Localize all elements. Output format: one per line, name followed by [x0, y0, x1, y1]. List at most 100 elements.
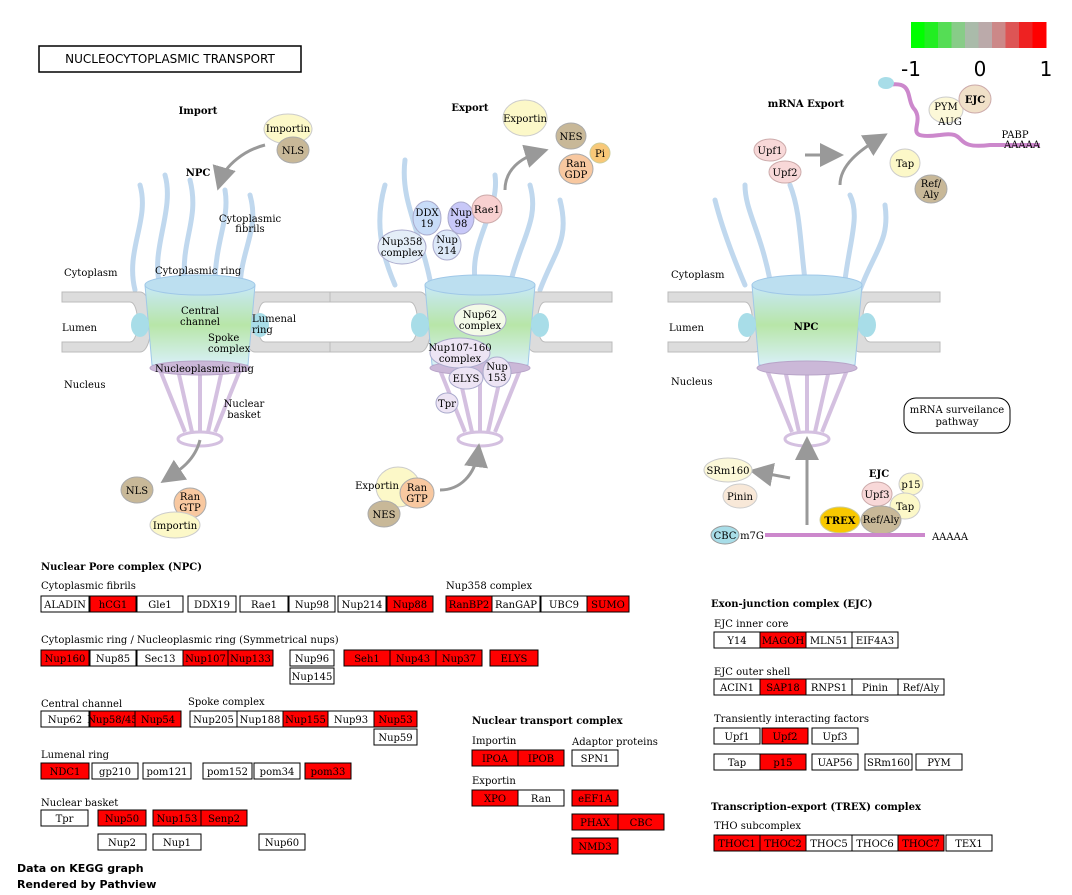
gene-box-label: THOC1	[718, 839, 756, 850]
gene-box-rect	[373, 710, 418, 728]
gene-box-magoh[interactable]: MAGOH	[759, 631, 807, 649]
gene-box-thoc5[interactable]: THOC5	[805, 834, 853, 852]
gene-box-xpo[interactable]: XPO	[471, 789, 519, 807]
gene-box-nup160[interactable]: Nup160	[40, 649, 90, 667]
gene-box-aladin[interactable]: ALADIN	[40, 595, 90, 613]
gene-box-nup2[interactable]: Nup2	[97, 833, 147, 851]
title-box	[38, 45, 302, 73]
gene-box-label: Upf3	[823, 732, 848, 743]
gene-box-nup153[interactable]: Nup153	[152, 809, 202, 827]
gene-box-y14[interactable]: Y14	[713, 631, 761, 649]
gene-box-tpr[interactable]: Tpr	[40, 809, 89, 827]
gene-box-thoc6[interactable]: THOC6	[851, 834, 899, 852]
gene-box-pym[interactable]: PYM	[915, 753, 963, 771]
gene-box-rect	[897, 834, 945, 852]
gene-box-ipoa[interactable]: IPOA	[471, 749, 519, 767]
gene-box-acin1[interactable]: ACIN1	[713, 678, 761, 696]
gene-box-nup59[interactable]: Nup59	[373, 728, 418, 746]
gene-box-eef1a[interactable]: eEF1A	[571, 789, 619, 807]
nup358-node	[377, 229, 427, 265]
gene-box-label: SRm160	[867, 758, 910, 769]
gene-box-pom121[interactable]: pom121	[142, 762, 192, 780]
gene-box-rae1[interactable]: Rae1	[239, 595, 289, 613]
gene-box-nup107[interactable]: Nup107	[182, 649, 229, 667]
gene-box-uap56[interactable]: UAP56	[811, 753, 859, 771]
gene-box-cbc[interactable]: CBC	[617, 813, 665, 831]
gene-box-gle1[interactable]: Gle1	[136, 595, 184, 613]
gene-box-nup60[interactable]: Nup60	[258, 833, 306, 851]
gene-box-ipob[interactable]: IPOB	[517, 749, 565, 767]
gene-box-upf1[interactable]: Upf1	[713, 727, 761, 745]
gene-box-sap18[interactable]: SAP18	[759, 678, 807, 696]
legend-swatch	[1005, 22, 1020, 48]
gene-box-nup54[interactable]: Nup54	[134, 710, 182, 728]
gene-box-nup1[interactable]: Nup1	[152, 833, 202, 851]
gene-box-label: Nup58/45	[87, 715, 137, 726]
gene-box-mln51[interactable]: MLN51	[805, 631, 853, 649]
gene-box-pom33[interactable]: pom33	[304, 762, 352, 780]
gene-box-nup205[interactable]: Nup205	[189, 710, 238, 728]
gene-box-nup85[interactable]: Nup85	[89, 649, 137, 667]
gene-box-thoc7[interactable]: THOC7	[897, 834, 945, 852]
gene-box-ref-aly[interactable]: Ref/Aly	[897, 678, 945, 696]
gene-box-ddx19[interactable]: DDX19	[187, 595, 237, 613]
gene-box-nup214[interactable]: Nup214	[337, 595, 387, 613]
gene-box-nup133[interactable]: Nup133	[227, 649, 274, 667]
gene-box-elys[interactable]: ELYS	[489, 649, 539, 667]
gene-box-hcg1[interactable]: hCG1	[89, 595, 137, 613]
gene-box-ndc1[interactable]: NDC1	[40, 762, 90, 780]
gene-box-gp210[interactable]: gp210	[91, 762, 139, 780]
gene-box-rect	[187, 595, 237, 613]
gene-box-senp2[interactable]: Senp2	[200, 809, 248, 827]
gene-box-eif4a3[interactable]: EIF4A3	[851, 631, 899, 649]
gene-box-p15[interactable]: p15	[759, 753, 807, 771]
legend-swatch	[978, 22, 993, 48]
gene-box-nup88[interactable]: Nup88	[386, 595, 434, 613]
gene-box-nmd3[interactable]: NMD3	[571, 837, 619, 855]
gene-box-sumo[interactable]: SUMO	[586, 595, 630, 613]
gene-box-nup145[interactable]: Nup145	[289, 667, 335, 685]
gene-box-ubc9[interactable]: UBC9	[540, 595, 588, 613]
gene-box-nup98[interactable]: Nup98	[288, 595, 336, 613]
gene-box-rnps1[interactable]: RNPS1	[805, 678, 853, 696]
gene-box-ranbp2[interactable]: RanBP2	[445, 595, 493, 613]
gene-box-nup37[interactable]: Nup37	[435, 649, 483, 667]
gene-box-tex1[interactable]: TEX1	[945, 834, 993, 852]
gene-box-seh1[interactable]: Seh1	[343, 649, 391, 667]
gene-box-upf3[interactable]: Upf3	[811, 727, 859, 745]
gene-box-nup43[interactable]: Nup43	[389, 649, 437, 667]
gene-box-sec13[interactable]: Sec13	[136, 649, 184, 667]
gene-box-pom34[interactable]: pom34	[253, 762, 301, 780]
gene-box-rect	[713, 727, 761, 745]
gene-box-label: Nup2	[108, 838, 136, 849]
gene-box-phax[interactable]: PHAX	[571, 813, 619, 831]
gene-box-nup155[interactable]: Nup155	[282, 710, 329, 728]
gene-box-nup58-45[interactable]: Nup58/45	[87, 710, 138, 728]
gene-box-ran[interactable]: Ran	[517, 789, 565, 807]
gene-box-upf2[interactable]: Upf2	[761, 727, 809, 745]
gene-box-nup50[interactable]: Nup50	[97, 809, 147, 827]
gene-box-rect	[517, 749, 565, 767]
gene-box-spn1[interactable]: SPN1	[571, 749, 619, 767]
gene-box-thoc1[interactable]: THOC1	[713, 834, 761, 852]
diagram-labels: Import Export mRNA Export NPC Cytoplasmi…	[62, 99, 845, 421]
gene-box-label: Nup155	[285, 715, 326, 726]
mrna-surveillance-link[interactable]	[903, 397, 1011, 434]
gene-box-nup188[interactable]: Nup188	[236, 710, 284, 728]
gene-box-pinin[interactable]: Pinin	[851, 678, 899, 696]
gene-box-pom152[interactable]: pom152	[202, 762, 253, 780]
gene-box-thoc2[interactable]: THOC2	[759, 834, 807, 852]
ejc-label: EJC	[965, 95, 985, 106]
export-label: Export	[451, 103, 489, 114]
gene-box-label: Nup214	[342, 600, 383, 611]
gene-box-nup93[interactable]: Nup93	[327, 710, 375, 728]
gene-box-srm160[interactable]: SRm160	[864, 753, 913, 771]
gene-box-nup96[interactable]: Nup96	[289, 649, 335, 667]
gene-box-tap[interactable]: Tap	[713, 753, 761, 771]
gene-box-nup62[interactable]: Nup62	[40, 710, 90, 728]
gene-box-rangap[interactable]: RanGAP	[491, 595, 541, 613]
nls-node-2	[120, 476, 154, 504]
gene-box-label: Tap	[728, 758, 746, 769]
gene-box-nup53[interactable]: Nup53	[373, 710, 418, 728]
page-title: NUCLEOCYTOPLASMIC TRANSPORT	[65, 52, 275, 66]
